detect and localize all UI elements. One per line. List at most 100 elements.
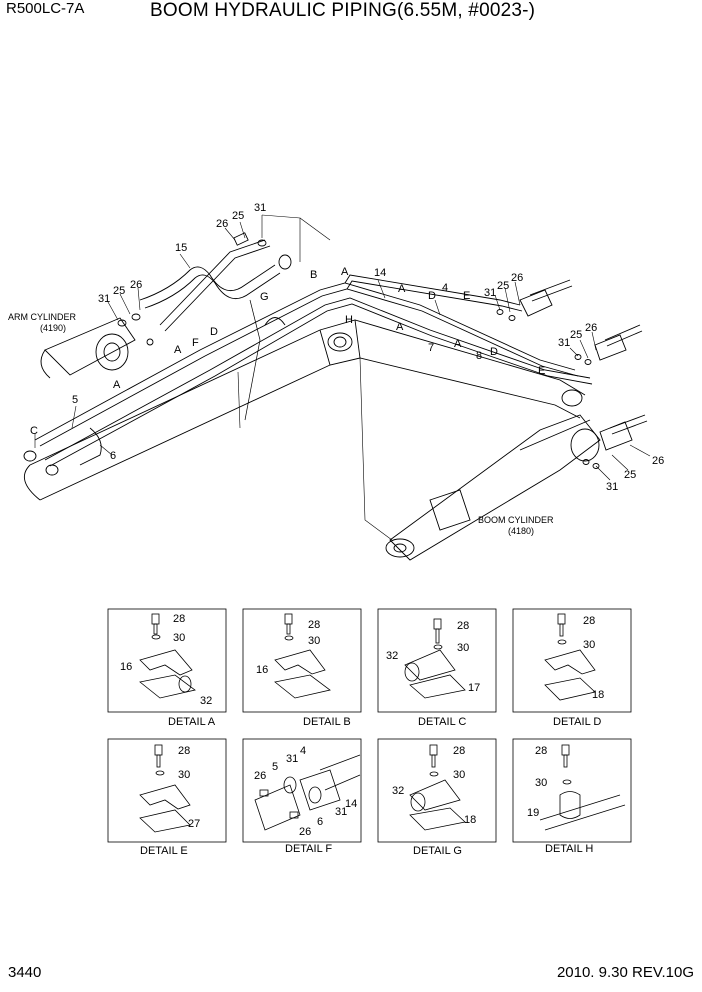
boom-cylinder xyxy=(359,357,601,561)
detail-f-callout: 31 xyxy=(286,753,298,765)
boom-cylinder-label: BOOM CYLINDER xyxy=(478,515,554,525)
callout: E xyxy=(463,290,470,302)
detail-e-box xyxy=(107,738,227,843)
boom-cylinder-code: (4180) xyxy=(508,526,534,536)
detail-e-callout: 27 xyxy=(188,818,200,830)
detail-b-callout: 28 xyxy=(308,619,320,631)
detail-g-box xyxy=(377,738,497,843)
callout: A xyxy=(174,344,182,356)
detail-a-callout: 30 xyxy=(173,632,185,644)
clamp-drawings xyxy=(139,613,626,833)
arm-cylinder-code: (4190) xyxy=(40,323,66,333)
detail-h-box xyxy=(512,738,632,843)
callout: 25 xyxy=(497,280,509,292)
callout: A xyxy=(398,283,406,295)
detail-g-callout: 28 xyxy=(453,745,465,757)
detail-c-title: DETAIL C xyxy=(418,716,466,728)
page-title: BOOM HYDRAULIC PIPING(6.55M, #0023-) xyxy=(150,0,536,21)
boom-body xyxy=(23,299,586,501)
callout: 26 xyxy=(652,455,664,467)
callout: 26 xyxy=(511,272,523,284)
detail-h-callout: 30 xyxy=(535,777,547,789)
detail-d-title: DETAIL D xyxy=(553,716,601,728)
detail-a-callout: 28 xyxy=(173,613,185,625)
detail-a-callout: 32 xyxy=(200,695,212,707)
callout: 31 xyxy=(484,287,496,299)
callout: 25 xyxy=(570,329,582,341)
detail-f-callout: 14 xyxy=(345,798,357,810)
callout: 8 xyxy=(476,350,482,362)
detail-c-callout: 17 xyxy=(468,682,480,694)
page-number: 3440 xyxy=(8,964,42,981)
detail-f-callout: 6 xyxy=(317,816,323,828)
detail-f-callout: 26 xyxy=(299,826,311,838)
callout: A xyxy=(113,379,121,391)
pipe-15 xyxy=(139,239,281,332)
detail-b-callout: 16 xyxy=(256,664,268,676)
callout: 31 xyxy=(254,202,266,214)
detail-c-callout: 28 xyxy=(457,620,469,632)
callout: 6 xyxy=(110,450,116,462)
detail-h-callout: 19 xyxy=(527,807,539,819)
callout: A xyxy=(396,321,404,333)
callout: 25 xyxy=(232,210,244,222)
model-number: R500LC-7A xyxy=(6,0,85,17)
detail-f-callout: 5 xyxy=(272,761,278,773)
detail-b-title: DETAIL B xyxy=(303,716,351,728)
detail-d-callout: 30 xyxy=(583,639,595,651)
arm-cylinder-label: ARM CYLINDER xyxy=(8,312,77,322)
revision-date: 2010. 9.30 REV.10G xyxy=(556,964,694,981)
fitting-clusters xyxy=(23,232,648,476)
detail-h-title: DETAIL H xyxy=(545,843,593,855)
callout: B xyxy=(310,269,317,281)
detail-f-box xyxy=(242,738,362,843)
callout: C xyxy=(30,425,38,437)
detail-f-title: DETAIL F xyxy=(285,843,332,855)
detail-b-callout: 30 xyxy=(308,635,320,647)
detail-c-box xyxy=(377,608,497,713)
detail-e-callout: 30 xyxy=(178,769,190,781)
callout: 7 xyxy=(428,342,434,354)
callout: 25 xyxy=(624,469,636,481)
detail-c-callout: 30 xyxy=(457,642,469,654)
detail-g-callout: 18 xyxy=(464,814,476,826)
callout: A xyxy=(454,338,462,350)
detail-d-box xyxy=(512,608,632,713)
detail-a-box xyxy=(107,608,227,713)
callout: 26 xyxy=(585,322,597,334)
callout: 31 xyxy=(606,481,618,493)
detail-b-box xyxy=(242,608,362,713)
leader-lines xyxy=(34,214,651,481)
callout: A xyxy=(341,266,349,278)
detail-g-callout: 32 xyxy=(392,785,404,797)
callout: F xyxy=(192,337,199,349)
callout: 14 xyxy=(374,267,386,279)
boom-pipes xyxy=(34,274,593,467)
detail-c-callout: 32 xyxy=(386,650,398,662)
detail-d-callout: 18 xyxy=(592,689,604,701)
detail-a-callout: 16 xyxy=(120,661,132,673)
callout: G xyxy=(260,291,269,303)
detail-h-callout: 28 xyxy=(535,745,547,757)
arm-cylinder xyxy=(40,317,136,379)
detail-f-callout: 4 xyxy=(300,745,306,757)
detail-d-callout: 28 xyxy=(583,615,595,627)
callout: 26 xyxy=(216,218,228,230)
detail-f-callout: 26 xyxy=(254,770,266,782)
detail-a-title: DETAIL A xyxy=(168,716,216,728)
detail-e-title: DETAIL E xyxy=(140,845,188,857)
detail-g-callout: 30 xyxy=(453,769,465,781)
callout: 15 xyxy=(175,242,187,254)
detail-e-callout: 28 xyxy=(178,745,190,757)
callout: 5 xyxy=(72,394,78,406)
callout: 26 xyxy=(130,279,142,291)
detail-g-title: DETAIL G xyxy=(413,845,462,857)
callout: D xyxy=(210,326,218,338)
callout: E xyxy=(538,365,545,377)
callout: 31 xyxy=(558,337,570,349)
callout: D xyxy=(428,290,436,302)
callout: D xyxy=(490,346,498,358)
detail-boxes xyxy=(107,608,632,843)
callout: H xyxy=(345,314,353,326)
